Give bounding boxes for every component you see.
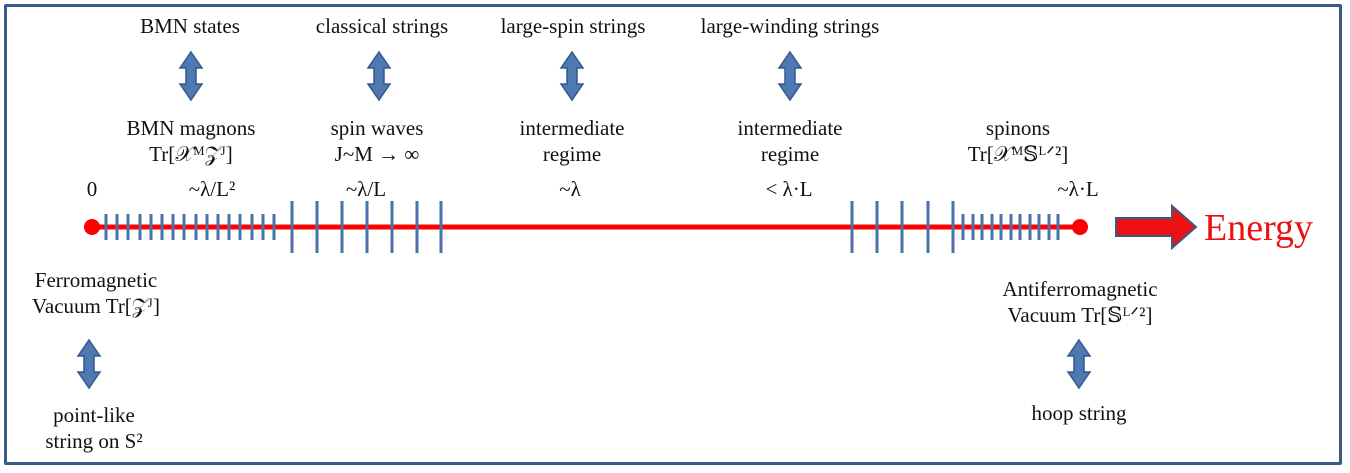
antiferromagnetic-vacuum-label: Antiferromagnetic Vacuum Tr[𝕊ᴸᐟ²] <box>1002 277 1158 327</box>
spin-waves-label: spin waves J~M → ∞ <box>330 116 424 166</box>
bmn-magnons-scale: ~λ/L² <box>188 177 236 201</box>
hoop-string-label: hoop string <box>1031 401 1127 425</box>
large-winding-strings-label: large-winding strings <box>700 14 880 38</box>
duality-arrow-icon <box>367 51 391 101</box>
ferromagnetic-vacuum-point <box>84 219 100 235</box>
duality-arrow-icon <box>179 51 203 101</box>
large-spin-strings-label: large-spin strings <box>500 14 646 38</box>
point-like-string-label: point-like string on S² <box>45 403 143 453</box>
spinons-label: spinons Tr[𝒳ᴹ𝕊ᴸᐟ²] <box>967 116 1069 166</box>
intermediate-regime-label: intermediate regime <box>737 116 843 166</box>
intermediate-regime-scale: < λ·L <box>765 177 813 201</box>
spin-waves-scale: ~λ/L <box>345 177 387 201</box>
energy-label: Energy <box>1204 207 1314 249</box>
origin-label: 0 <box>86 177 98 201</box>
antiferromagnetic-vacuum-point <box>1072 219 1088 235</box>
classical-strings-label: classical strings <box>315 14 449 38</box>
ferromagnetic-vacuum-label: Ferromagnetic Vacuum Tr[𝒵ᴶ] <box>32 268 160 318</box>
bmn-states-label: BMN states <box>140 14 240 38</box>
duality-arrow-icon <box>778 51 802 101</box>
energy-arrow-icon <box>1115 203 1198 251</box>
bmn-magnons-label: BMN magnons Tr[𝒳ᴹ𝒵ᴶ] <box>126 116 256 166</box>
spinons-scale: ~λ·L <box>1057 177 1099 201</box>
spectrum-ticks <box>104 201 1060 253</box>
intermediate-regime-scale: ~λ <box>559 177 581 201</box>
duality-arrow-icon <box>560 51 584 101</box>
duality-arrow-icon <box>1067 339 1091 389</box>
intermediate-regime-label: intermediate regime <box>519 116 625 166</box>
duality-arrow-icon <box>77 339 101 389</box>
diagram-frame <box>4 4 1342 465</box>
